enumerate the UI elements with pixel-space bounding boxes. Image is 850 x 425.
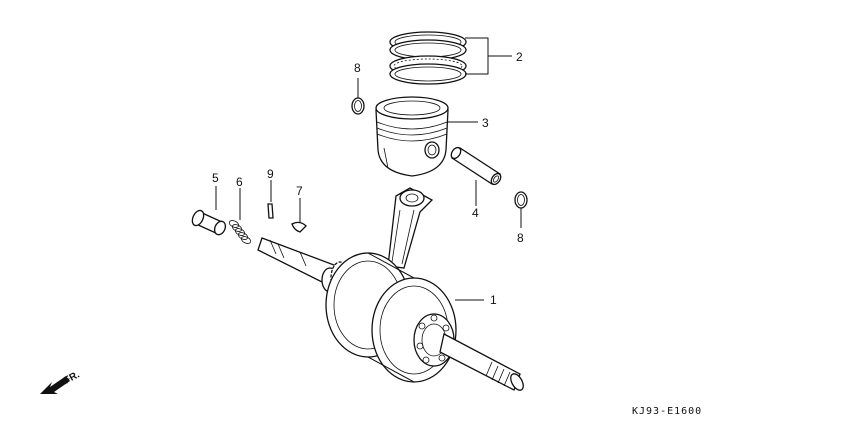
piston-pin-clip-right bbox=[514, 191, 528, 209]
callout-2: 2 bbox=[516, 50, 523, 64]
front-indicator-label: FR. bbox=[62, 369, 82, 386]
callout-6: 6 bbox=[236, 175, 243, 189]
callout-3: 3 bbox=[482, 116, 489, 130]
callout-7: 7 bbox=[296, 184, 303, 198]
callout-1: 1 bbox=[490, 293, 497, 307]
woodruff-key bbox=[291, 221, 307, 233]
callout-4: 4 bbox=[472, 206, 479, 220]
piston-pin bbox=[450, 146, 502, 186]
collar bbox=[191, 209, 227, 236]
callout-8-bottom: 8 bbox=[517, 231, 524, 245]
piston bbox=[375, 96, 449, 177]
pin bbox=[267, 203, 274, 219]
callout-8-top: 8 bbox=[354, 61, 361, 75]
piston-rings bbox=[389, 31, 467, 85]
callout-5: 5 bbox=[212, 171, 219, 185]
callout-9: 9 bbox=[267, 167, 274, 181]
crankshaft bbox=[257, 187, 524, 391]
leader-lines bbox=[215, 37, 522, 301]
spring bbox=[228, 220, 252, 244]
drawing-code: KJ93-E1600 bbox=[632, 406, 702, 417]
front-arrow-icon bbox=[40, 376, 70, 394]
piston-pin-clip-left bbox=[351, 97, 365, 115]
